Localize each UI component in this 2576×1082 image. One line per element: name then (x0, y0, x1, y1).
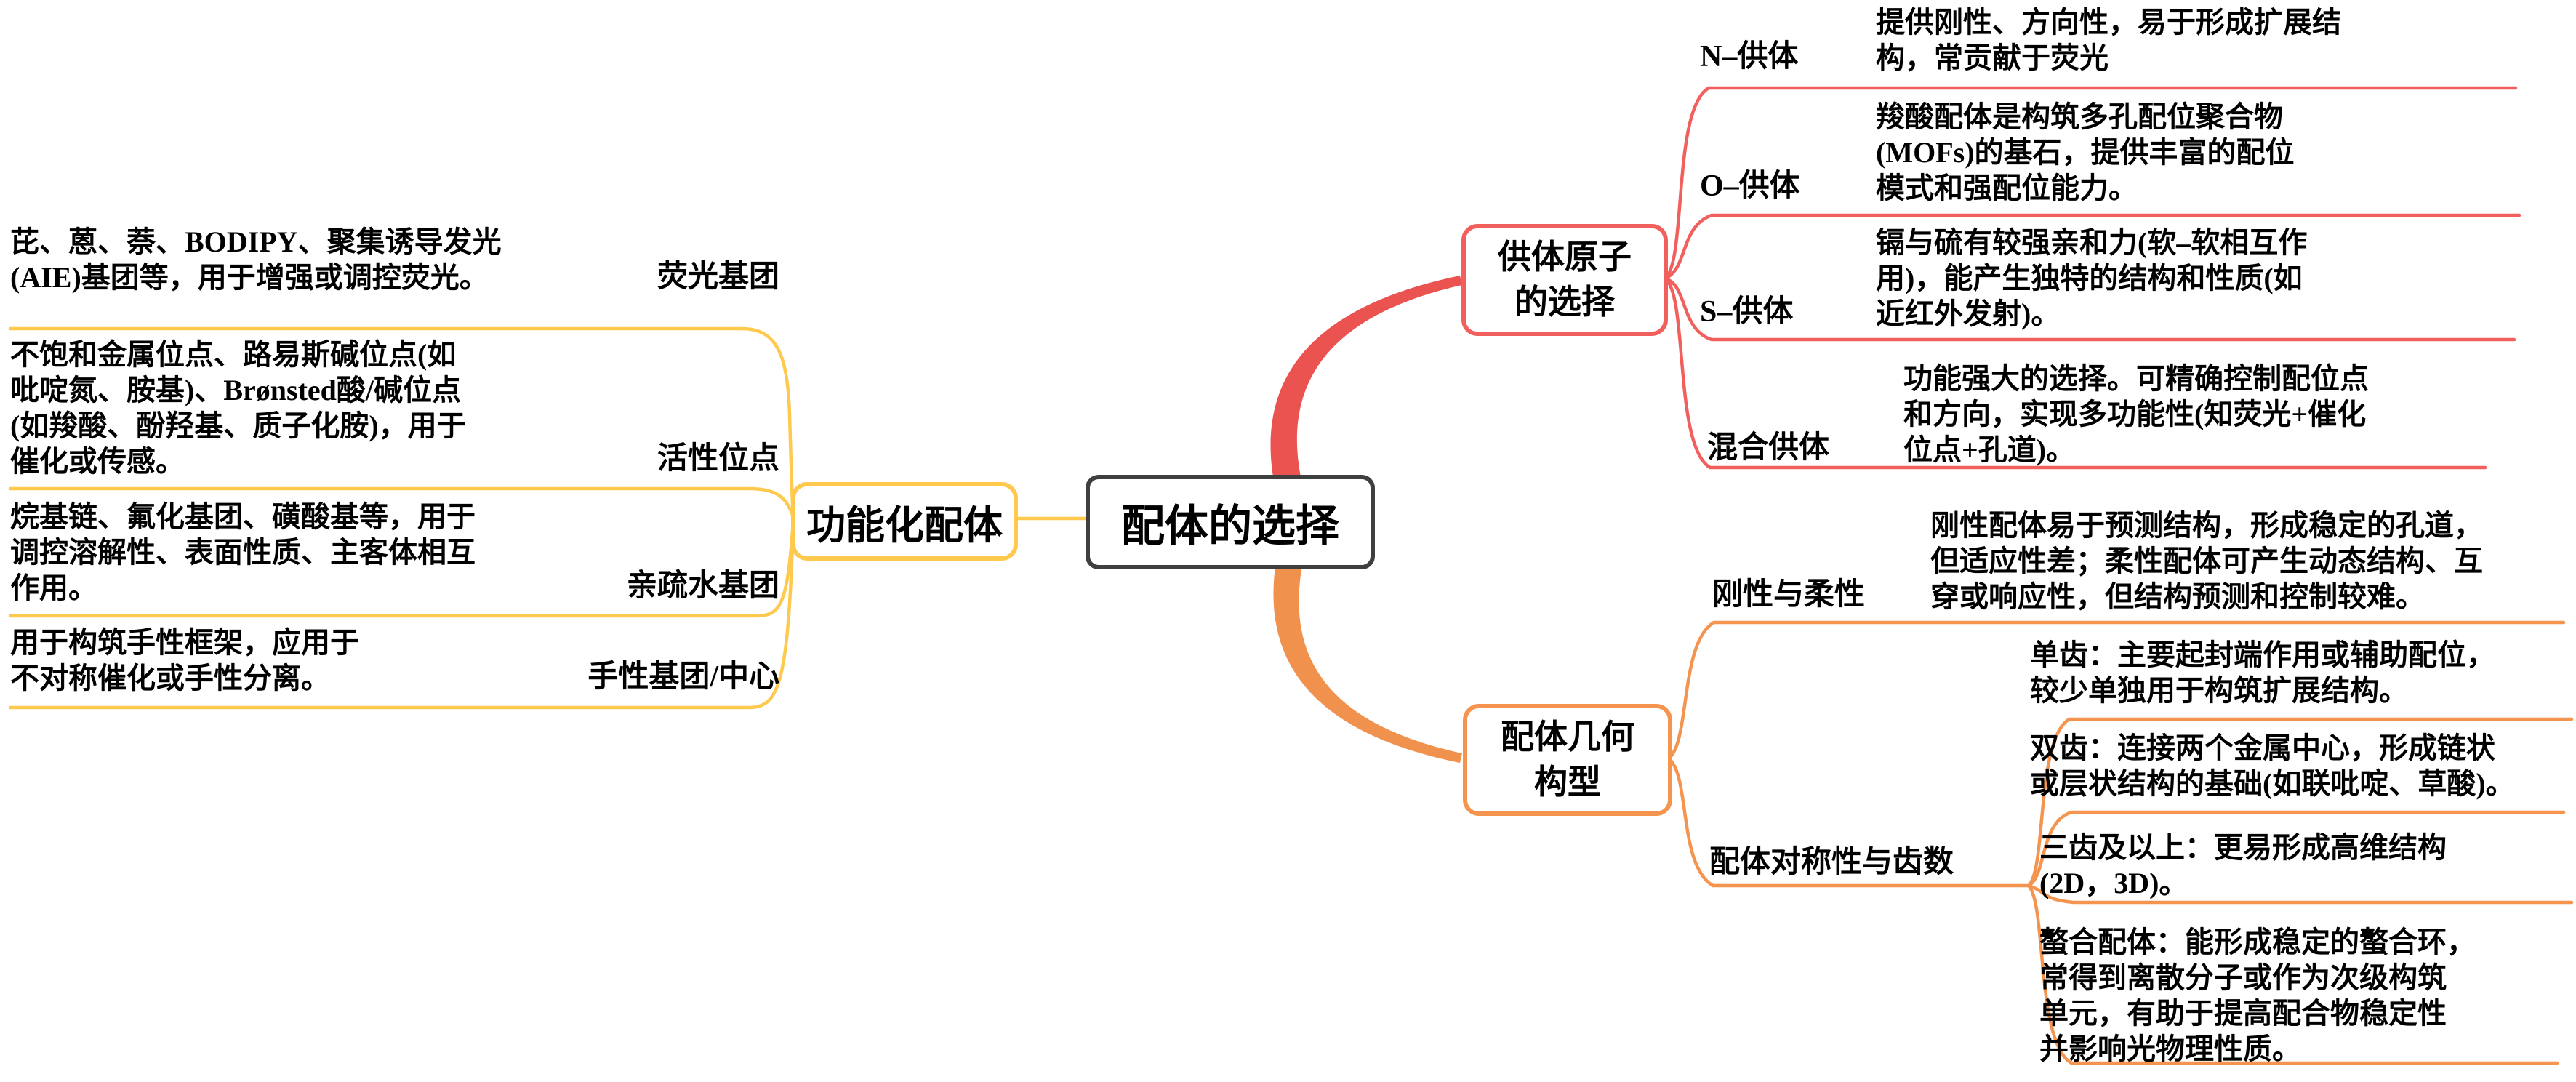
tridentate-text: 三齿及以上：更易形成高维结构 (2D，3D)。 (2039, 831, 2447, 899)
wire-mixed-donor (1663, 276, 2487, 470)
arc-root-to-donor (1270, 276, 1462, 477)
wire-rigidity-flexibility (1666, 620, 2566, 761)
root-node: 配体的选择 (1086, 475, 1375, 569)
s-donor-text: 镉与硫有较强亲和力(软–软相互作 用)，能产生独特的结构和性质(如 近红外发射)… (1876, 226, 2308, 330)
arc-root-to-geometry (1273, 561, 1462, 763)
chiral-group-text: 用于构筑手性框架，应用于 不对称催化或手性分离。 (10, 626, 359, 694)
wire-bidentate (2026, 810, 2566, 888)
s-donor-label: S–供体 (1700, 295, 1794, 329)
wire-monodentate (2026, 717, 2574, 888)
mixed-donor-text: 功能强大的选择。可精确控制配位点 和方向，实现多功能性(知荧光+催化 位点+孔道… (1903, 362, 2369, 466)
amphiphilic-group-label: 亲疏水基团 (626, 569, 779, 603)
wire-chelating (2026, 883, 2559, 1065)
bidentate-text: 双齿：连接两个金属中心，形成链状 或层状结构的基础(如联吡啶、草酸)。 (2030, 732, 2515, 800)
donor-node-label: 供体原子 的选择 (1498, 238, 1632, 321)
n-donor-label: N–供体 (1700, 40, 1799, 73)
wire-active-sites (8, 486, 795, 519)
chiral-group-label: 手性基团/中心 (587, 660, 779, 694)
chelating-text: 螯合配体：能形成稳定的螯合环， 常得到离散分子或作为次级构筑 单元，有助于提高配… (2039, 926, 2476, 1065)
geometry-node-label: 配体几何 构型 (1501, 718, 1634, 801)
active-sites-text: 不饱和金属位点、路易斯碱位点(如 吡啶氮、胺基)、Brønsted酸/碱位点 (… (10, 338, 466, 478)
wire-tridentate (2026, 883, 2574, 905)
o-donor-text: 羧酸配体是构筑多孔配位聚合物 (MOFs)的基石，提供丰富的配位 模式和强配位能… (1876, 100, 2295, 204)
branch-node-functional: 功能化配体 (791, 482, 1018, 561)
fluorescent-group-text: 芘、蒽、萘、BODIPY、聚集诱导发光 (AIE)基团等，用于增强或调控荧光。 (10, 225, 502, 294)
wire-n-donor (1663, 86, 2518, 281)
branch-node-donor: 供体原子 的选择 (1461, 224, 1668, 336)
o-donor-label: O–供体 (1700, 169, 1800, 203)
wire-o-donor (1663, 213, 2521, 281)
fluorescent-group-label: 荧光基团 (657, 260, 779, 294)
symmetry-denticity-label: 配体对称性与齿数 (1709, 846, 1954, 879)
rigidity-flexibility-label: 刚性与柔性 (1712, 578, 1866, 612)
root-node-label: 配体的选择 (1121, 502, 1339, 550)
wire-symmetry-denticity (1666, 756, 2029, 888)
wire-s-donor (1663, 276, 2516, 342)
mixed-donor-label: 混合供体 (1707, 431, 1830, 465)
active-sites-label: 活性位点 (657, 442, 779, 476)
functional-node-label: 功能化配体 (806, 503, 1003, 548)
amphiphilic-group-text: 烷基链、氟化基团、磺酸基等，用于 调控溶解性、表面性质、主客体相互 作用。 (10, 500, 476, 604)
rigidity-flexibility-text: 刚性配体易于预测结构，形成稳定的孔道， 但适应性差；柔性配体可产生动态结构、互 … (1930, 509, 2483, 613)
monodentate-text: 单齿：主要起封端作用或辅助配位， 较少单独用于构筑扩展结构。 (2030, 638, 2495, 707)
wire-chiral-group (8, 520, 795, 710)
branch-node-geometry: 配体几何 构型 (1463, 704, 1672, 816)
n-donor-text: 提供刚性、方向性，易于形成扩展结 构，常贡献于荧光 (1876, 6, 2341, 74)
